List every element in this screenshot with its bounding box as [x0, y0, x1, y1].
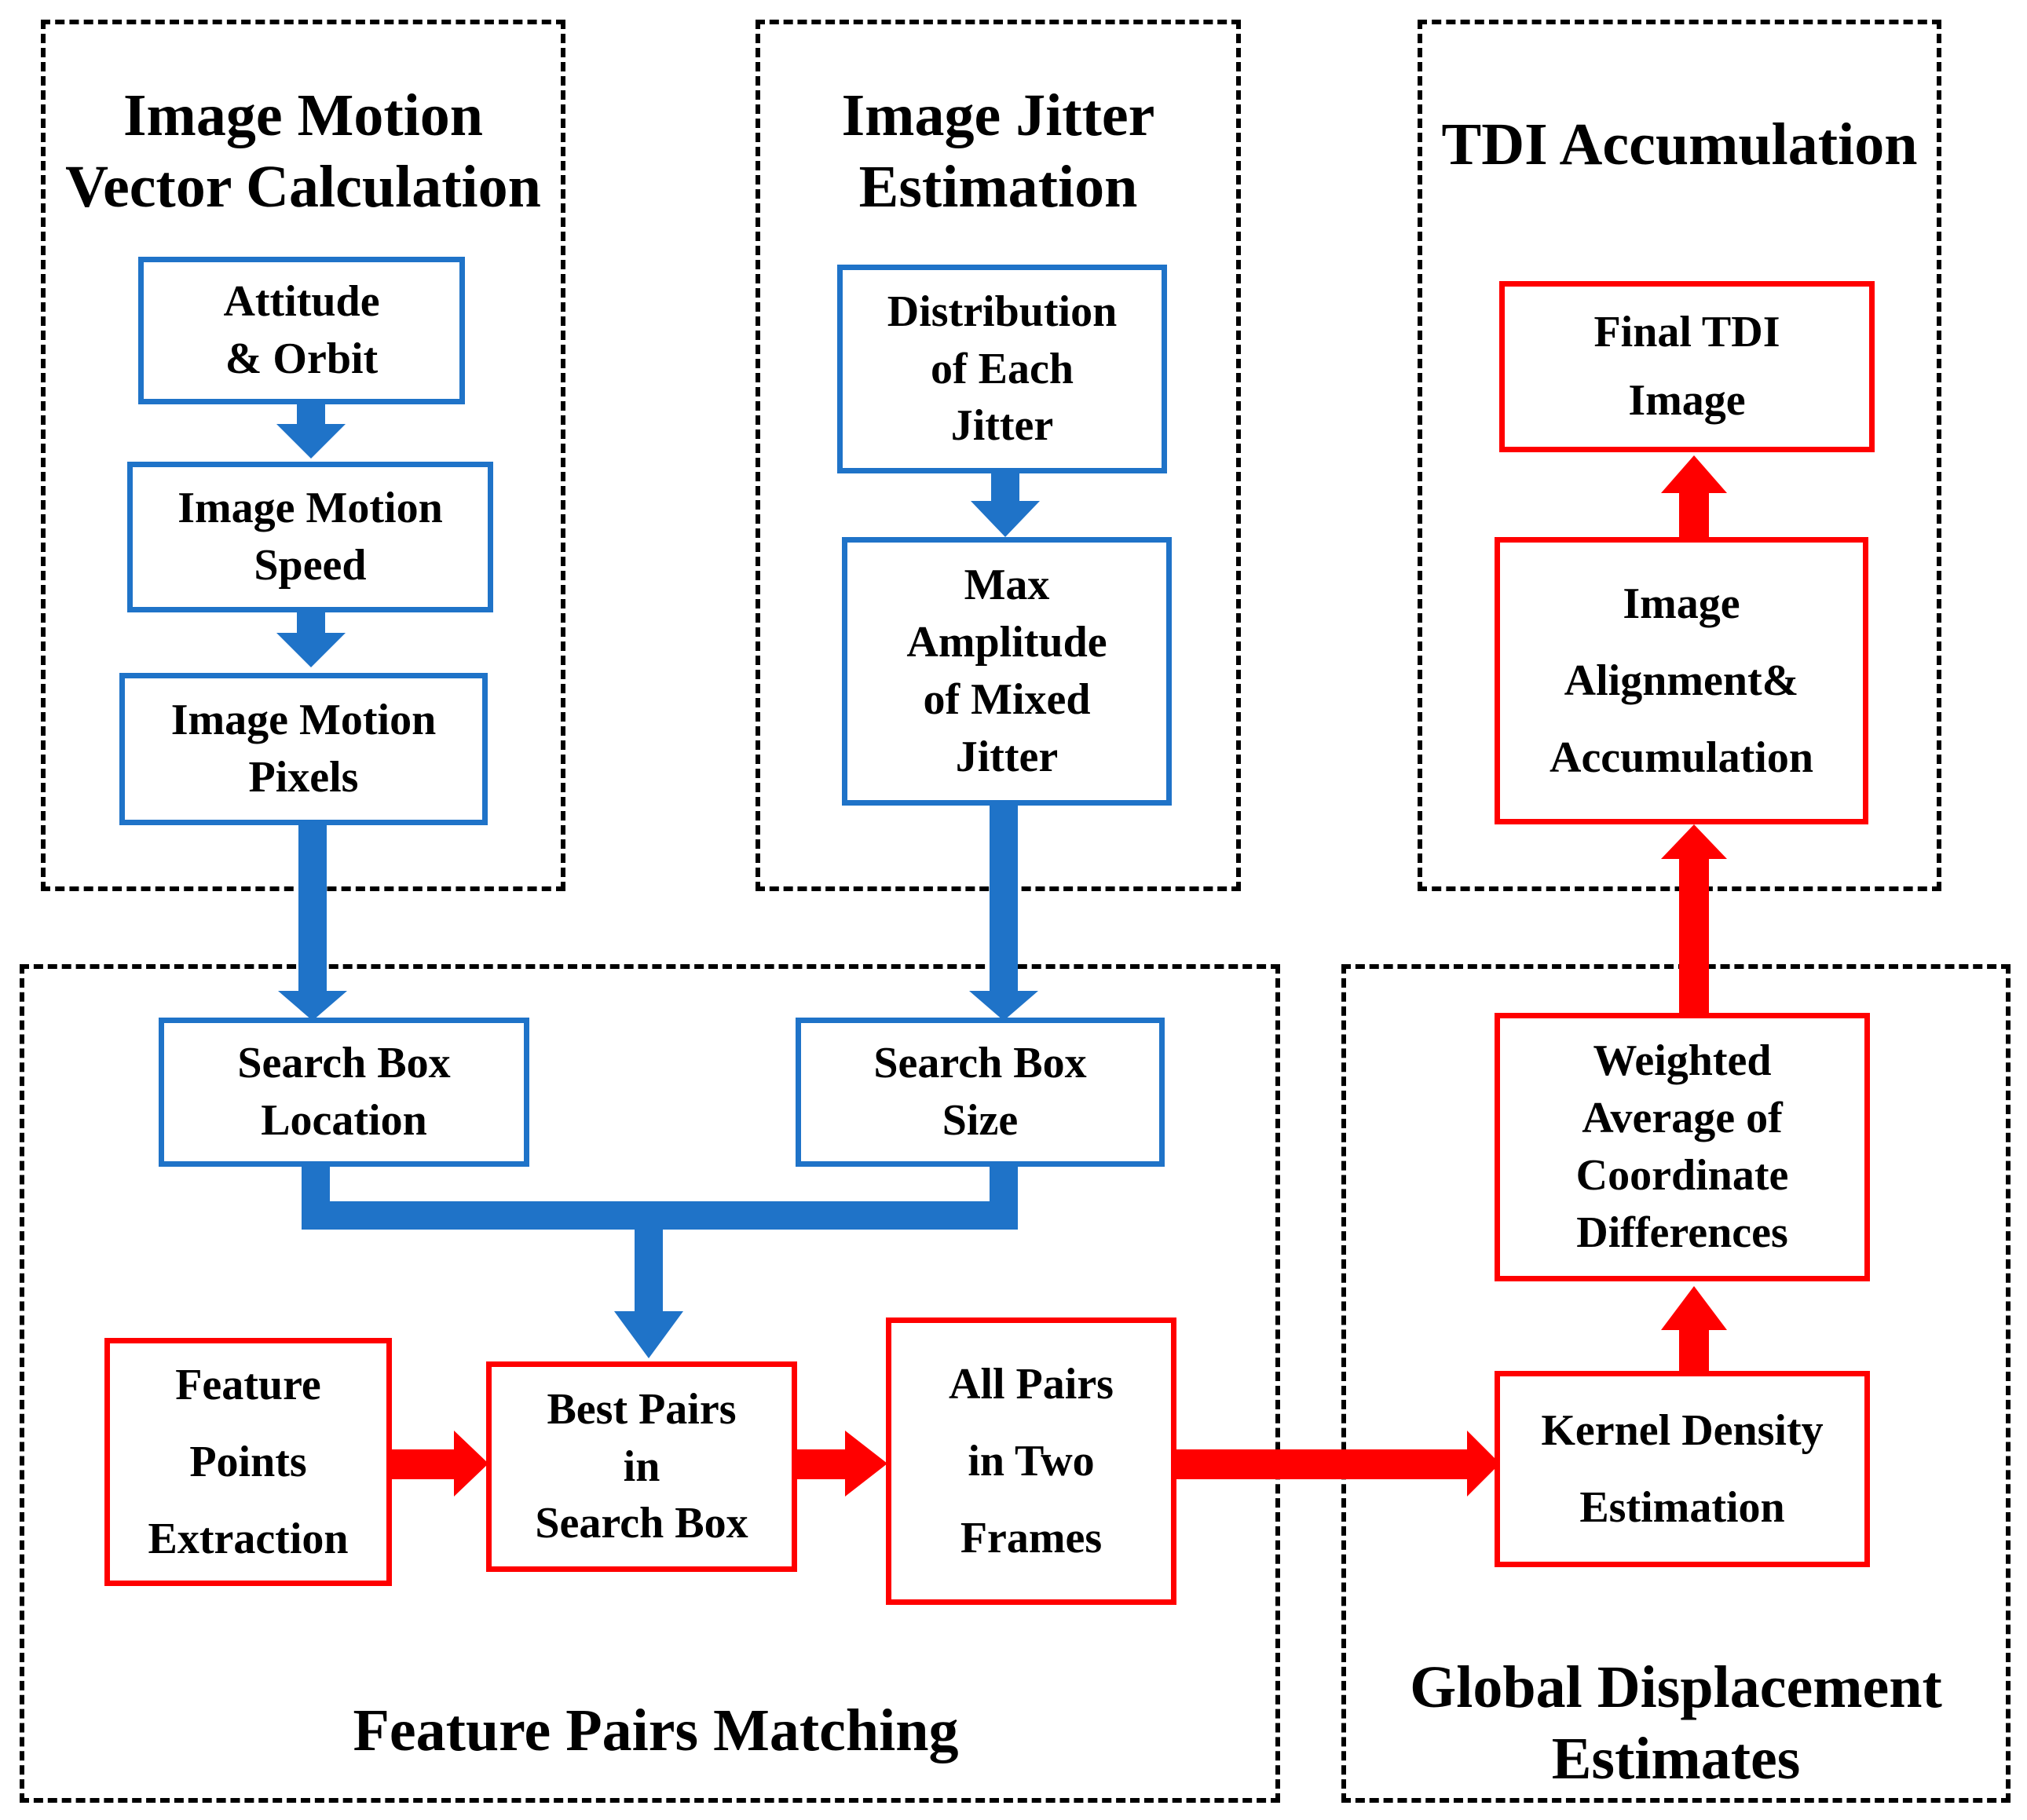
box-weighted-average: Weighted Average of Coordinate Differenc…: [1495, 1013, 1870, 1281]
arrow-head: [1661, 1286, 1727, 1330]
arrow-shaft: [297, 402, 325, 426]
arrow-head: [454, 1431, 488, 1497]
arrow-head: [1661, 455, 1727, 493]
box-best-pairs-search-box: Best Pairs in Search Box: [486, 1361, 797, 1572]
arrow-head: [969, 991, 1038, 1021]
arrow-head: [278, 991, 347, 1021]
arrow-shaft: [991, 471, 1019, 503]
arrow-head: [276, 633, 346, 667]
box-final-tdi-image: Final TDI Image: [1499, 281, 1875, 452]
box-feature-points-extraction: Feature Points Extraction: [104, 1338, 392, 1586]
arrow-shaft: [298, 822, 327, 995]
box-jitter-distribution: Distribution of Each Jitter: [837, 265, 1167, 473]
box-search-box-location: Search Box Location: [159, 1018, 529, 1167]
box-search-box-size: Search Box Size: [796, 1018, 1165, 1167]
arrow-head: [1661, 824, 1727, 859]
box-kernel-density-estimation: Kernel Density Estimation: [1495, 1371, 1870, 1567]
arrow-head: [614, 1311, 683, 1358]
arrow-shaft: [297, 611, 325, 634]
box-all-pairs-two-frames: All Pairs in Two Frames: [886, 1317, 1176, 1605]
arrow-head: [1467, 1431, 1500, 1497]
group-title-tdi-accumulation: TDI Accumulation: [1441, 111, 1918, 178]
box-attitude-orbit: Attitude & Orbit: [138, 257, 465, 404]
arrow-shaft: [1679, 490, 1709, 539]
arrow-head: [276, 424, 346, 459]
box-image-alignment-accumulation: Image Alignment& Accumulation: [1495, 537, 1868, 824]
arrow-head: [845, 1431, 887, 1497]
box-image-motion-speed: Image Motion Speed: [127, 462, 493, 612]
arrow-head: [971, 501, 1040, 537]
group-feature-matching: [20, 964, 1280, 1803]
arrow-shaft: [1679, 856, 1709, 1018]
arrow-shaft: [635, 1228, 663, 1314]
arrow-shaft: [1173, 1449, 1469, 1479]
box-image-motion-pixels: Image Motion Pixels: [119, 673, 488, 825]
merge-bracket-bar: [302, 1201, 1018, 1230]
arrow-shaft: [390, 1449, 456, 1479]
group-global-displacement: [1341, 964, 2011, 1803]
group-title-feature-matching: Feature Pairs Matching: [353, 1698, 959, 1764]
arrow-shaft: [795, 1449, 847, 1479]
arrow-shaft: [990, 802, 1018, 995]
box-max-amplitude: Max Amplitude of Mixed Jitter: [842, 537, 1172, 806]
group-title-global-displacement: Global Displacement Estimates: [1410, 1654, 1942, 1792]
group-title-jitter-estimation: Image Jitter Estimation: [841, 82, 1155, 220]
group-title-image-motion: Image Motion Vector Calculation: [65, 82, 541, 220]
arrow-shaft: [1679, 1327, 1709, 1374]
